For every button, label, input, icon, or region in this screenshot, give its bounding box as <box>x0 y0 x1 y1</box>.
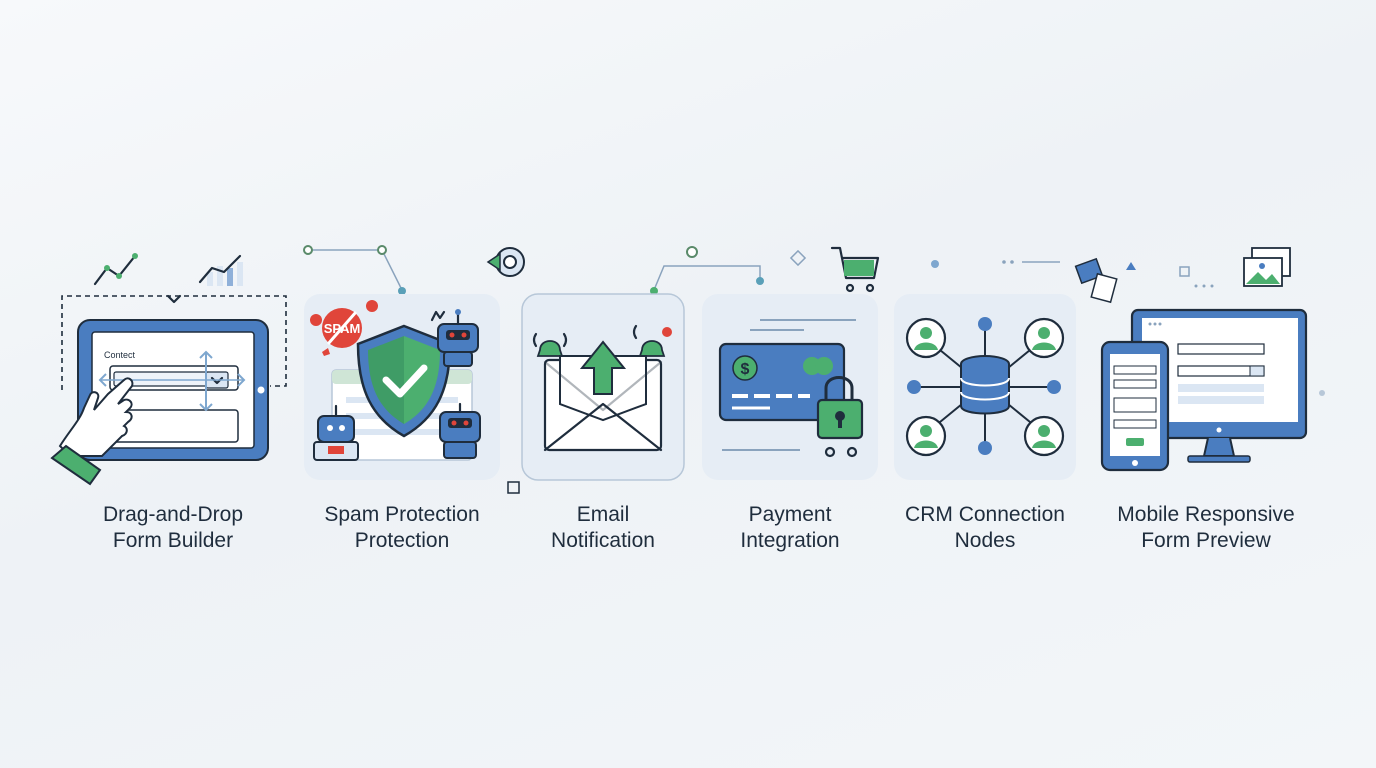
feature-label-line2: Nodes <box>954 529 1016 552</box>
feature-label-line1: Mobile Responsive <box>1117 503 1295 526</box>
feature-label-mobile: Mobile Responsive Form Preview <box>1090 502 1322 554</box>
form-field-label: Contect <box>104 350 136 360</box>
feature-label-line1: CRM Connection <box>905 503 1065 526</box>
feature-label-line2: Integration <box>740 529 840 552</box>
shield-check-icon: SPAM <box>304 294 500 480</box>
feature-label-line2: Protection <box>354 529 450 552</box>
svg-text:$: $ <box>741 361 750 378</box>
feature-label-crm: CRM Connection Nodes <box>884 502 1086 554</box>
feature-label-line2: Notification <box>551 529 655 552</box>
feature-label-drag-drop: Drag-and-Drop Form Builder <box>60 502 286 554</box>
database-network-icon <box>894 294 1076 480</box>
tablet-drag-drop-icon: Contect <box>50 253 287 486</box>
envelope-icon <box>521 293 685 481</box>
feature-label-line1: Spam Protection <box>324 503 480 526</box>
credit-card-lock-icon: $ <box>702 246 880 480</box>
devices-icon <box>1074 247 1308 472</box>
decor-lines <box>303 245 1325 494</box>
feature-label-spam: Spam Protection Protection <box>296 502 508 554</box>
feature-label-line2: Form Preview <box>1141 529 1271 552</box>
feature-label-email: Email Notification <box>508 502 698 554</box>
feature-label-line2: Form Builder <box>112 529 234 552</box>
feature-label-payment: Payment Integration <box>700 502 880 554</box>
feature-label-line1: Payment <box>748 503 832 526</box>
gear-icon <box>486 247 525 277</box>
feature-label-line1: Drag-and-Drop <box>102 503 244 526</box>
feature-label-line1: Email <box>576 503 630 526</box>
